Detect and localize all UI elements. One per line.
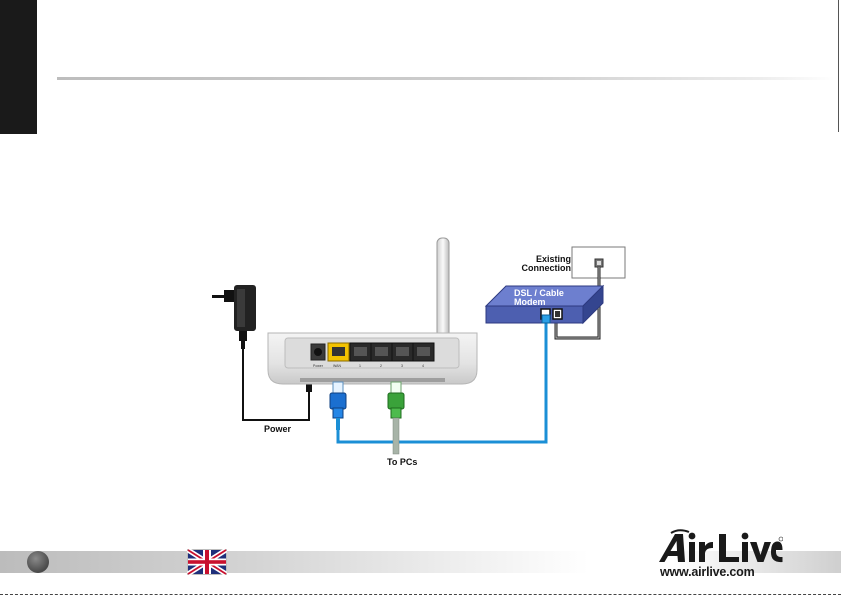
port-label-1: 1 <box>359 364 361 368</box>
existing-connection-label-2: Connection <box>522 263 572 273</box>
page-number-circle <box>27 551 49 573</box>
airlive-logo <box>653 529 783 563</box>
power-label: Power <box>264 424 292 434</box>
power-adapter <box>212 285 256 349</box>
to-pcs-label: To PCs <box>387 457 417 467</box>
router <box>268 333 477 384</box>
modem-label-2: Modem <box>514 297 546 307</box>
port-label-4: 4 <box>422 364 424 368</box>
wan-cable-plug <box>330 382 346 430</box>
port-label-3: 3 <box>401 364 403 368</box>
bottom-dashed-rule <box>0 594 841 595</box>
port-label-wan: WAN <box>333 364 342 368</box>
port-label-2: 2 <box>380 364 382 368</box>
port-label-power: Power <box>313 364 324 368</box>
website-url: www.airlive.com <box>660 565 790 579</box>
uk-flag-icon <box>187 549 227 575</box>
